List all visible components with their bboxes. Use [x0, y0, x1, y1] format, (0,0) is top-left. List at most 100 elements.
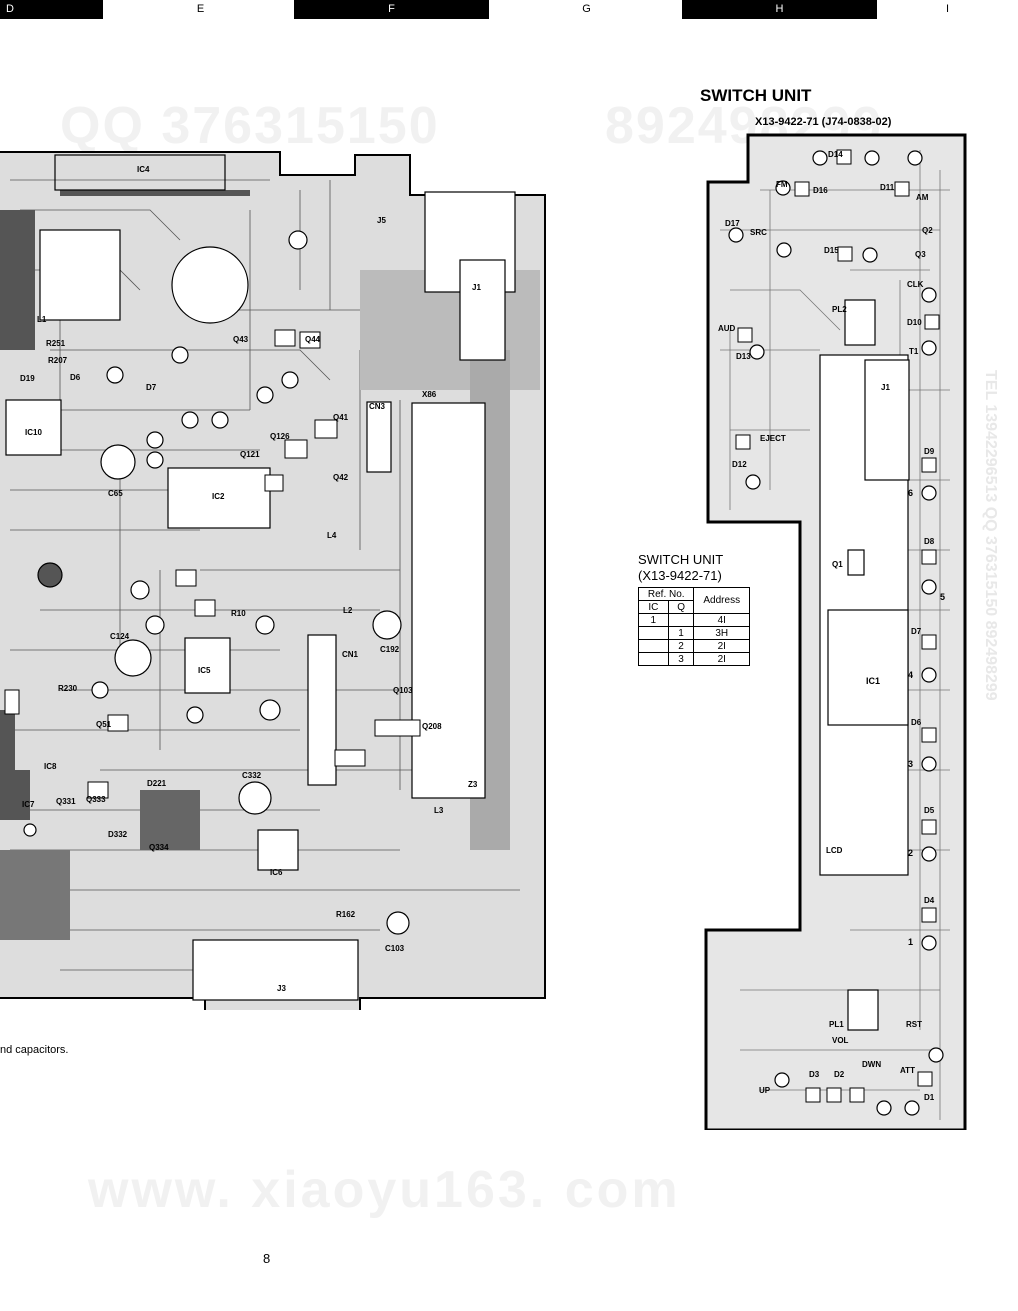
main-board-label: Q333: [86, 795, 106, 804]
switch-label: 6: [908, 488, 914, 498]
main-board-label: D7: [146, 383, 157, 392]
address-table-subheading: (X13-9422-71): [638, 568, 722, 583]
table-cell: 3H: [693, 626, 750, 640]
switch-label: IC1: [866, 676, 881, 686]
table-cell: 2: [667, 639, 695, 653]
switch-label: AUD: [718, 324, 736, 333]
table-row: 1 3H: [638, 626, 750, 640]
address-table-heading: SWITCH UNIT: [638, 552, 724, 567]
main-board-label: IC6: [270, 868, 283, 877]
table-cell: [667, 613, 695, 627]
switch-label: D2: [834, 1070, 845, 1079]
switch-label: PL1: [829, 1020, 844, 1029]
switch-label: D5: [924, 806, 935, 815]
main-board-label: L2: [343, 606, 353, 615]
main-board-note: nd capacitors.: [0, 1044, 69, 1056]
table-cell: [638, 652, 669, 666]
main-board-label: C332: [242, 771, 262, 780]
main-board-label: R207: [48, 356, 68, 365]
switch-label: 3: [908, 759, 914, 769]
table-cell: 3: [667, 652, 695, 666]
watermark-qq: QQ 376315150: [60, 97, 440, 155]
main-board-label: IC7: [22, 800, 35, 809]
table-cell: [638, 626, 669, 640]
main-board-label: Q51: [96, 720, 112, 729]
switch-label: D6: [911, 718, 922, 727]
main-board-label: L1: [37, 315, 47, 324]
main-board-label: IC8: [44, 762, 57, 771]
main-board-label: Q126: [270, 432, 290, 441]
main-board-label: Q41: [333, 413, 349, 422]
switch-label: LCD: [826, 846, 843, 855]
main-board-label: Q42: [333, 473, 349, 482]
main-board-label: Q208: [422, 722, 442, 731]
main-board-diagram: [0, 151, 546, 1010]
main-board-label: Q103: [393, 686, 413, 695]
main-board-label: D221: [147, 779, 167, 788]
switch-label: DWN: [862, 1060, 882, 1069]
watermark-url: www. xiaoyu163. com: [88, 1161, 681, 1219]
switch-label: D13: [736, 352, 751, 361]
table-row: 2 2I: [638, 639, 750, 653]
page-number: 8: [263, 1251, 271, 1266]
main-board-label: L3: [434, 806, 444, 815]
table-cell: 2I: [693, 652, 750, 666]
header-band-f-bg: F: [294, 0, 489, 19]
table-cell: 1: [638, 613, 669, 627]
main-board-label: Q44: [305, 335, 321, 344]
address-table-header-refno: Ref. No.: [637, 587, 695, 601]
switch-label: D3: [809, 1070, 820, 1079]
main-board-label: IC5: [198, 666, 211, 675]
main-board-label: CN3: [369, 402, 386, 411]
switch-label: D16: [813, 186, 828, 195]
table-cell: [638, 639, 669, 653]
main-board-label: R230: [58, 684, 78, 693]
switch-label: VOL: [832, 1036, 849, 1045]
table-cell: 2I: [693, 639, 750, 653]
switch-label: D10: [907, 318, 922, 327]
table-row: 1 4I: [638, 613, 750, 627]
switch-label: Q3: [915, 250, 926, 259]
header-band-e: E: [103, 0, 298, 19]
main-board-label: IC2: [212, 492, 225, 501]
main-board-label: D332: [108, 830, 128, 839]
main-board-label: Q334: [149, 843, 169, 852]
main-board-label: C65: [108, 489, 123, 498]
table-cell: 1: [667, 626, 695, 640]
switch-label: 5: [940, 592, 946, 602]
main-board-label: J5: [377, 216, 386, 225]
main-board-label: R162: [336, 910, 356, 919]
switch-unit-title: SWITCH UNIT: [700, 86, 812, 105]
switch-label: 4: [908, 670, 914, 680]
main-board-label: Q331: [56, 797, 76, 806]
switch-label: D9: [924, 447, 935, 456]
main-board-label: D19: [20, 374, 35, 383]
main-board-label: C124: [110, 632, 130, 641]
switch-label: AM: [916, 193, 929, 202]
main-board-label: CN1: [342, 650, 359, 659]
main-board-label: R10: [231, 609, 246, 618]
switch-label: FM: [776, 180, 788, 189]
main-board-label: Z3: [468, 780, 478, 789]
switch-unit-diagram: [704, 133, 967, 1130]
switch-label: D11: [880, 183, 895, 192]
switch-label: D7: [911, 627, 922, 636]
switch-label: D14: [828, 150, 843, 159]
switch-label: T1: [909, 347, 919, 356]
main-board-label: X86: [422, 390, 437, 399]
switch-label: PL2: [832, 305, 847, 314]
switch-label: 2: [908, 848, 914, 858]
main-board-label: D6: [70, 373, 81, 382]
switch-label: J1: [881, 383, 890, 392]
table-cell: 4I: [693, 613, 750, 627]
main-board-label: Q43: [233, 335, 249, 344]
watermark-vertical: TEL 13942296513 QQ 376315150 892498299: [982, 370, 999, 701]
switch-label: D8: [924, 537, 935, 546]
switch-label: D12: [732, 460, 747, 469]
switch-unit-part-number: X13-9422-71 (J74-0838-02): [755, 116, 892, 128]
switch-label: Q1: [832, 560, 843, 569]
switch-label: D1: [924, 1093, 935, 1102]
switch-label: D4: [924, 896, 935, 905]
header-band-i: I: [877, 0, 1018, 19]
address-table: Ref. No. Address IC Q 1 4I 1 3H 2 2I 3 2…: [637, 587, 750, 666]
